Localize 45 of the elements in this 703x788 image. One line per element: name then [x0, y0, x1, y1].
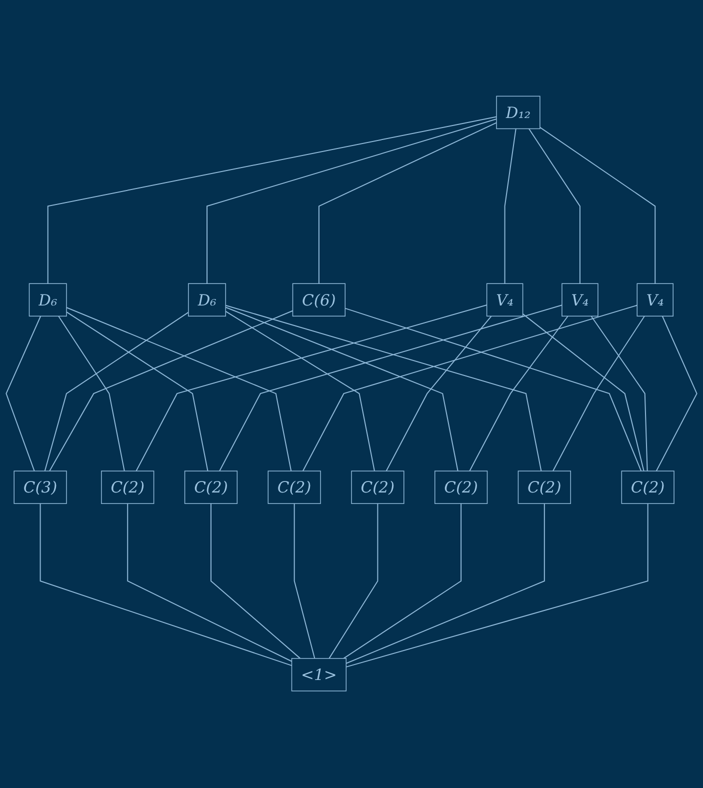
connector: [47, 116, 497, 284]
connector: [656, 316, 698, 472]
connector: [540, 127, 656, 284]
connector: [127, 504, 292, 662]
node-box: C(2): [101, 471, 154, 504]
connector: [328, 504, 378, 660]
node-box: C(2): [184, 471, 238, 504]
connector: [343, 504, 462, 660]
connector: [225, 307, 458, 472]
node-box: C(2): [621, 471, 674, 504]
connector: [504, 129, 516, 284]
node-box: D₁₂: [496, 96, 540, 130]
node-box: V₄: [636, 284, 674, 317]
connector: [522, 314, 644, 472]
connector: [44, 312, 189, 472]
connector: [136, 304, 487, 472]
connector: [225, 311, 375, 472]
node-box: C(2): [268, 471, 321, 504]
connector: [294, 504, 316, 659]
node-box: D₆: [188, 284, 226, 317]
node-box: C(2): [434, 471, 488, 504]
connector: [58, 316, 125, 472]
connector: [206, 118, 497, 284]
connector: [386, 316, 492, 472]
node-box: C(2): [518, 471, 571, 504]
connector: [344, 308, 642, 472]
node-box: C(6): [292, 284, 346, 317]
connector: [528, 128, 580, 284]
connector: [210, 504, 301, 660]
node-box: <1>: [291, 658, 347, 692]
node-box: C(2): [351, 471, 404, 504]
node-box: C(3): [14, 471, 67, 504]
connector: [302, 305, 638, 472]
connector: [590, 316, 648, 472]
node-box: V₄: [486, 284, 524, 317]
connector: [6, 316, 42, 472]
connector: [40, 504, 292, 666]
connector: [552, 316, 645, 472]
connector: [318, 122, 497, 284]
connector: [346, 504, 545, 664]
connector: [346, 504, 648, 668]
node-box: D₆: [28, 284, 67, 317]
node-box: V₄: [562, 284, 598, 317]
connector: [469, 316, 568, 472]
connector: [66, 312, 208, 472]
